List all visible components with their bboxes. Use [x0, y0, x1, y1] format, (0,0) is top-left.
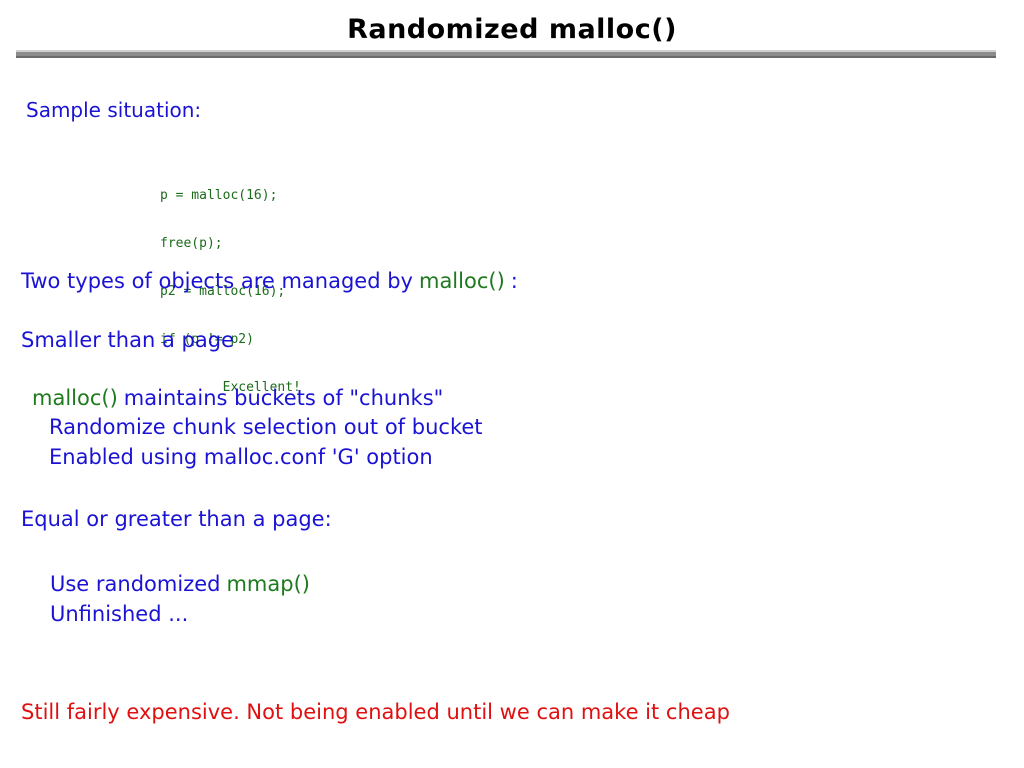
mmap-code-term: mmap(): [226, 572, 310, 596]
equal-or-greater-heading: Equal or greater than a page:: [21, 507, 332, 531]
code-line-2: free(p);: [160, 236, 223, 251]
bullet-unfinished: Unfinished ...: [50, 602, 189, 626]
malloc-buckets-line: malloc()maintains buckets of "chunks": [32, 386, 443, 410]
mmap-prefix: Use randomized: [50, 572, 221, 596]
title-divider: [16, 50, 996, 58]
code-line-4: if (p != p2): [160, 332, 254, 347]
buckets-code-term: malloc(): [32, 386, 118, 410]
bullet-malloc-conf: Enabled using malloc.conf 'G' option: [49, 445, 433, 469]
code-line-3: p2 = malloc(16);: [160, 284, 286, 299]
bullet-randomize-chunk: Randomize chunk selection out of bucket: [49, 415, 483, 439]
smaller-than-page-heading: Smaller than a page: [21, 328, 234, 352]
code-block-sample: p = malloc(16); free(p); p2 = malloc(16)…: [160, 156, 301, 428]
footer-note: Still fairly expensive. Not being enable…: [21, 700, 730, 724]
two-types-code-term: malloc(): [418, 269, 505, 293]
code-line-1: p = malloc(16);: [160, 188, 278, 203]
two-types-prefix: Two types of objects are managed by: [21, 269, 413, 293]
sample-situation-heading: Sample situation:: [26, 98, 202, 122]
two-types-suffix: :: [510, 269, 518, 293]
page-title: Randomized malloc(): [347, 14, 677, 45]
code-line-5: Excellent!: [160, 380, 301, 395]
buckets-text: maintains buckets of "chunks": [123, 386, 444, 410]
